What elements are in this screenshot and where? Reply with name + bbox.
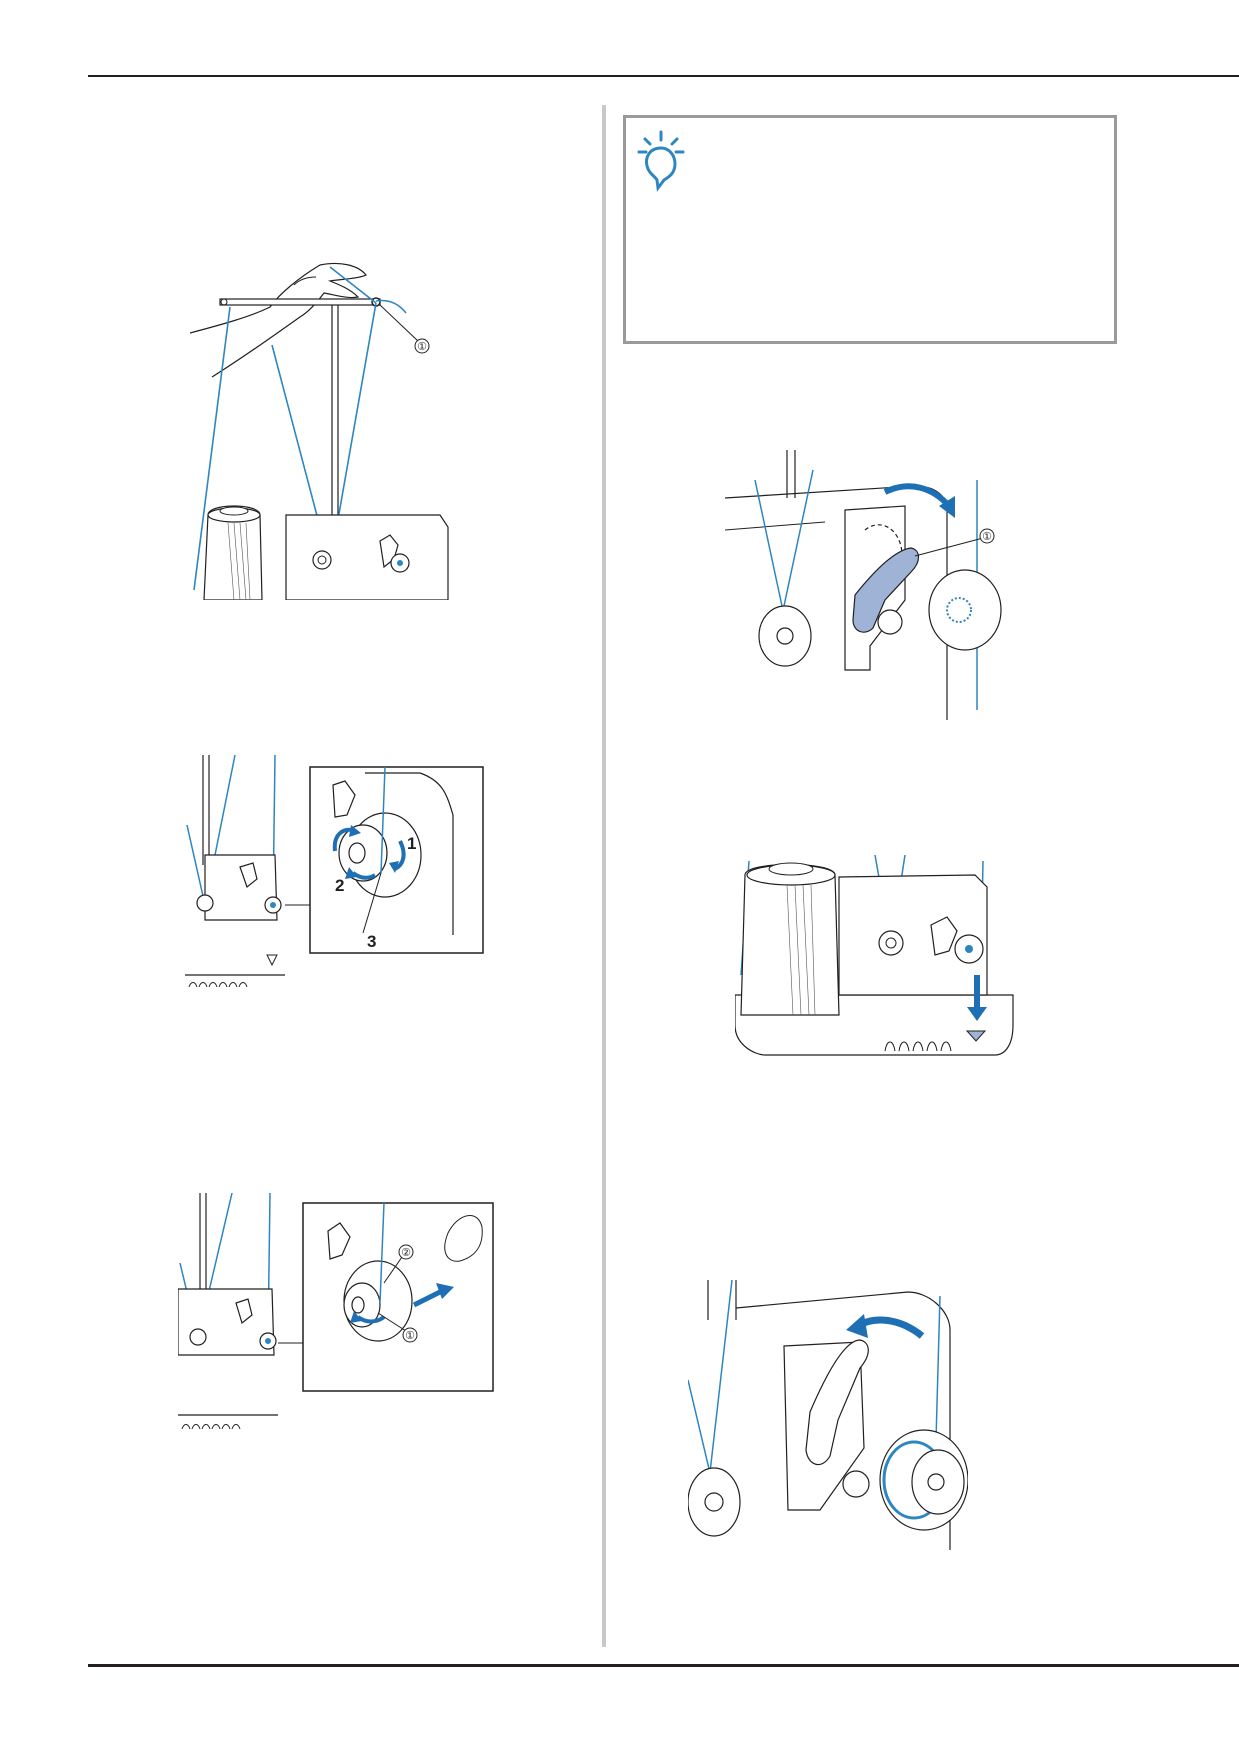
figure-thread-guide: ① <box>190 255 450 600</box>
figure-bobbin-insert: ② ① <box>178 1193 498 1433</box>
step-1-label: 1 <box>407 834 416 853</box>
figure-lever-engage: ① <box>725 450 1025 720</box>
callout-1-lever: ① <box>982 531 992 543</box>
figure-lever-return <box>688 1280 968 1550</box>
step-3-label: 3 <box>367 932 376 951</box>
top-rule <box>88 75 1239 77</box>
callout-1-shaft: ① <box>405 1330 415 1342</box>
column-divider <box>602 105 606 1647</box>
callout-2: ② <box>401 1247 411 1259</box>
figure-wind-bobbin: 1 2 3 <box>185 755 485 995</box>
figure-winder-press <box>735 855 1015 1085</box>
callout-1: ① <box>417 341 427 353</box>
note-box <box>623 115 1117 344</box>
step-2-label: 2 <box>335 876 344 895</box>
bottom-rule <box>88 1664 1239 1667</box>
note-lightbulb-icon <box>636 130 686 197</box>
